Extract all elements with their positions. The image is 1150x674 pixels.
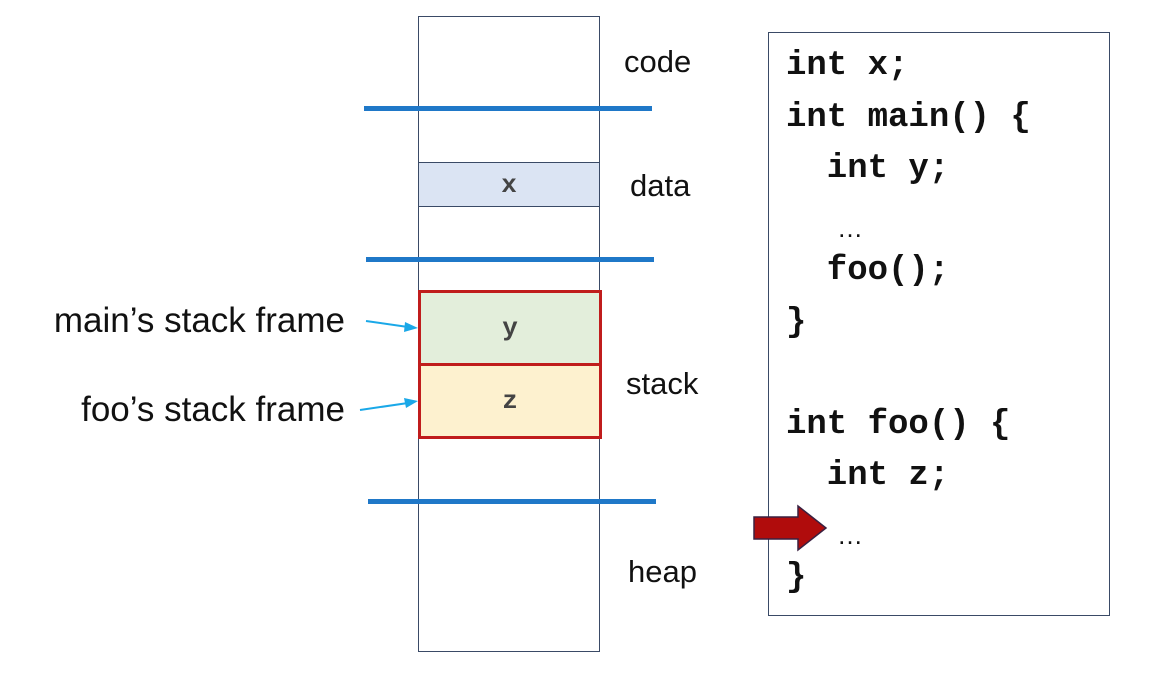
segment-label-code: code [624,44,692,79]
code-line: … [837,213,863,243]
code-line: } [786,559,807,597]
divider-code-data [364,106,652,111]
foo-stack-frame-label: foo’s stack frame [81,390,345,429]
data-cell-x: x [418,162,600,207]
code-line: int z; [786,457,950,495]
code-line: int y; [786,150,950,188]
code-line: int foo() { [786,406,1011,444]
divider-data-stack [366,257,654,262]
code-line: … [837,520,863,550]
main-stack-frame-cell-y: y [418,290,602,366]
code-line: int main() { [786,99,1031,137]
current-line-pointer-arrow [753,504,828,552]
code-line: foo(); [786,252,950,290]
code-line: } [786,304,807,342]
segment-label-stack: stack [626,366,699,401]
main-frame-arrow [365,320,418,332]
segment-label-heap: heap [628,554,697,589]
divider-stack-heap [368,499,656,504]
foo-frame-arrow [359,398,418,411]
foo-stack-frame-cell-z: z [418,363,602,439]
code-line: int x; [786,47,909,85]
code-listing-box [768,32,1110,616]
segment-label-data: data [630,168,691,203]
main-stack-frame-label: main’s stack frame [53,301,345,340]
